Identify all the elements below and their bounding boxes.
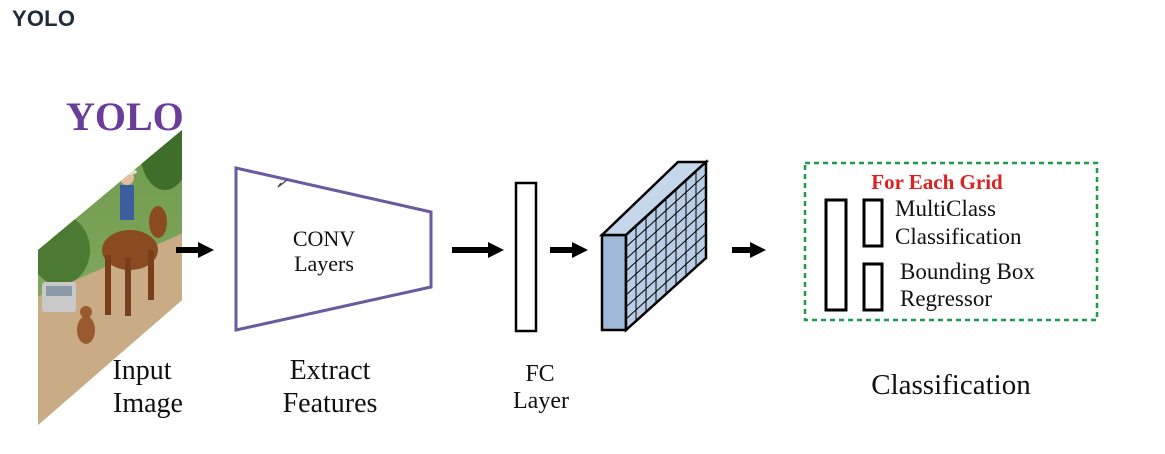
regressor-bar: [862, 262, 884, 312]
item1-line2: Classification: [895, 224, 1022, 249]
classification-label: Classification: [871, 369, 1031, 401]
conv-label-line2: Features: [283, 388, 378, 419]
conv-box-line2: Layers: [294, 251, 354, 276]
arrow-1: [176, 242, 214, 258]
fc-label-line2: Layer: [513, 388, 569, 414]
grid-vector-bar: [824, 198, 848, 312]
arrow-4: [732, 242, 766, 258]
pencil-cursor-icon: [277, 179, 288, 188]
per-grid-box: [803, 161, 1099, 322]
conv-box-line1: CONV: [293, 226, 355, 251]
conv-label-line1: Extract: [290, 355, 371, 386]
conv-layers-trapezoid: [234, 166, 433, 332]
grid-box-heading: For Each Grid: [871, 170, 1003, 194]
item1-line1: MultiClass: [895, 196, 996, 221]
yolo-logo: YOLO: [66, 94, 184, 139]
fc-layer-bar: [514, 181, 538, 333]
item2-line1: Bounding Box: [900, 259, 1035, 284]
item2-line2: Regressor: [900, 286, 992, 311]
input-label-line2: Image: [113, 388, 183, 419]
output-tensor: [598, 159, 710, 333]
input-label-line1: Input: [112, 355, 171, 386]
page-title: YOLO: [12, 6, 76, 31]
fc-label-line1: FC: [525, 361, 554, 387]
classification-bar: [862, 198, 884, 248]
arrow-3: [550, 242, 588, 258]
arrow-2: [452, 242, 504, 258]
